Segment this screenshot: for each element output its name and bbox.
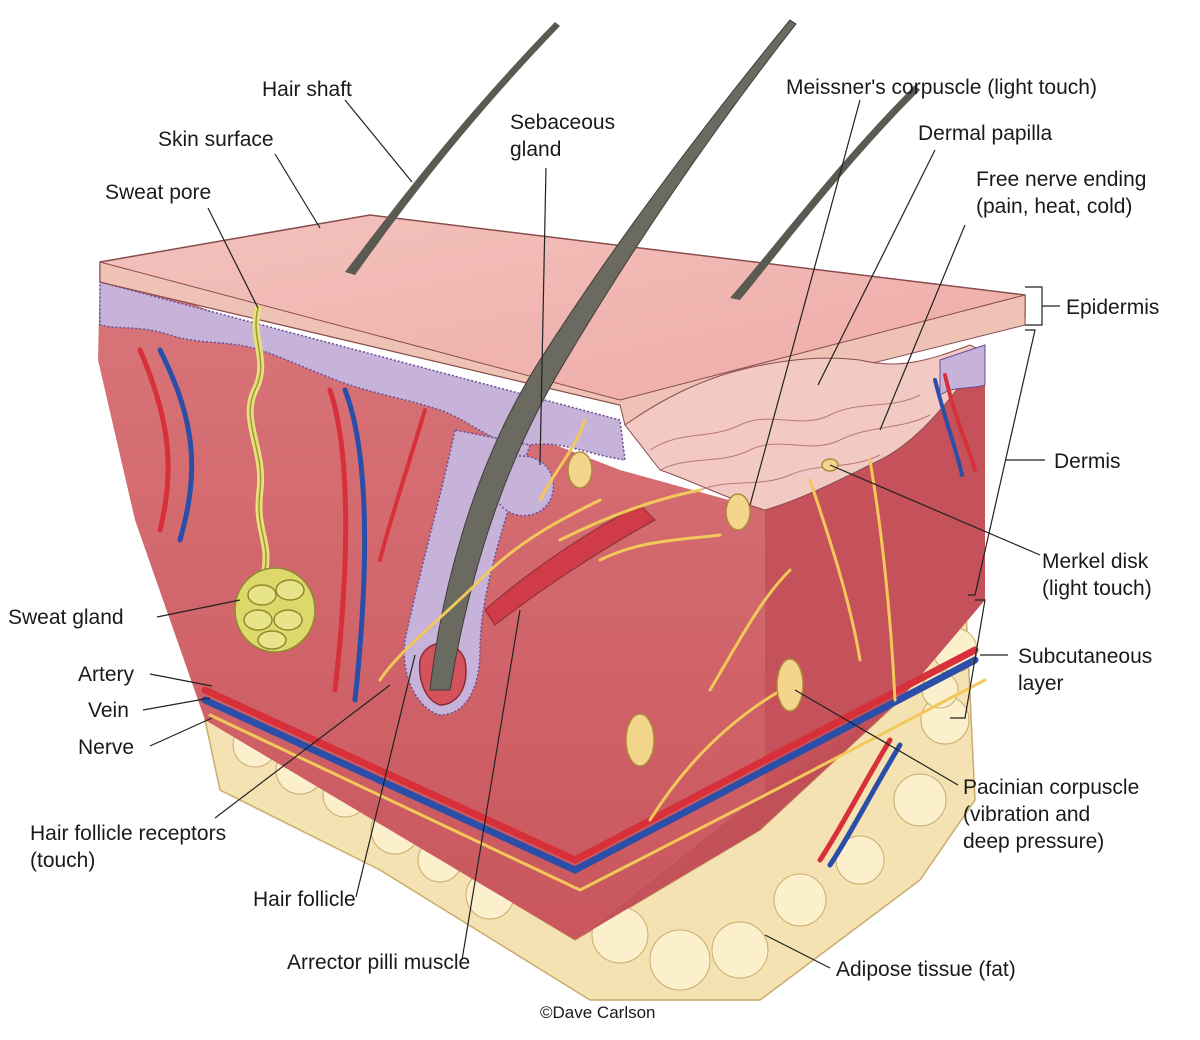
- side-basal-band: [939, 344, 986, 396]
- label-sweat-pore: Sweat pore: [105, 181, 212, 204]
- label-sweat-gland: Sweat gland: [8, 606, 124, 629]
- label-hair-follicle: Hair follicle: [253, 888, 356, 911]
- dermis-side-face-b: [765, 350, 985, 790]
- label-arrector-pilli-muscle: Arrector pilli muscle: [287, 951, 471, 974]
- label-epidermis: Epidermis: [1066, 296, 1160, 319]
- corpuscles: [567, 451, 839, 767]
- main-hair-shaft: [429, 19, 797, 691]
- label-dermal-papilla: Dermal papilla: [918, 122, 1053, 145]
- sweat-gland-coil: [234, 567, 316, 653]
- right-hair-shaft: [730, 85, 920, 300]
- label-nerve: Nerve: [78, 736, 135, 759]
- arrector-muscle-shape: [484, 504, 656, 626]
- label-vein: Vein: [88, 699, 129, 722]
- blood-vessels: [137, 347, 979, 874]
- label-pacinian-corpuscle: Pacinian corpuscle (vibration and deep p…: [963, 776, 1140, 853]
- label-subcutaneous-layer: Subcutaneous layer: [1018, 645, 1153, 695]
- label-meissner-corpuscle: Meissner's corpuscle (light touch): [786, 76, 1097, 99]
- leader-lines: [142, 99, 1060, 969]
- copyright-credit: ©Dave Carlson: [540, 1003, 656, 1022]
- label-free-nerve-ending: Free nerve ending (pain, heat, cold): [976, 168, 1147, 218]
- label-hair-shaft: Hair shaft: [262, 78, 352, 101]
- label-dermis: Dermis: [1054, 450, 1121, 473]
- papilla-waves: [649, 394, 931, 491]
- label-sebaceous-gland: Sebaceous gland: [510, 111, 616, 161]
- left-hair-shaft: [345, 22, 560, 275]
- label-artery: Artery: [78, 663, 135, 686]
- sweat-duct-outline: [249, 307, 267, 571]
- label-merkel-disk: Merkel disk (light touch): [1042, 550, 1152, 600]
- label-skin-surface: Skin surface: [158, 128, 274, 151]
- label-adipose-tissue: Adipose tissue (fat): [836, 958, 1016, 981]
- label-hair-follicle-receptors: Hair follicle receptors (touch): [30, 822, 227, 872]
- basal-layer-band: [99, 281, 626, 461]
